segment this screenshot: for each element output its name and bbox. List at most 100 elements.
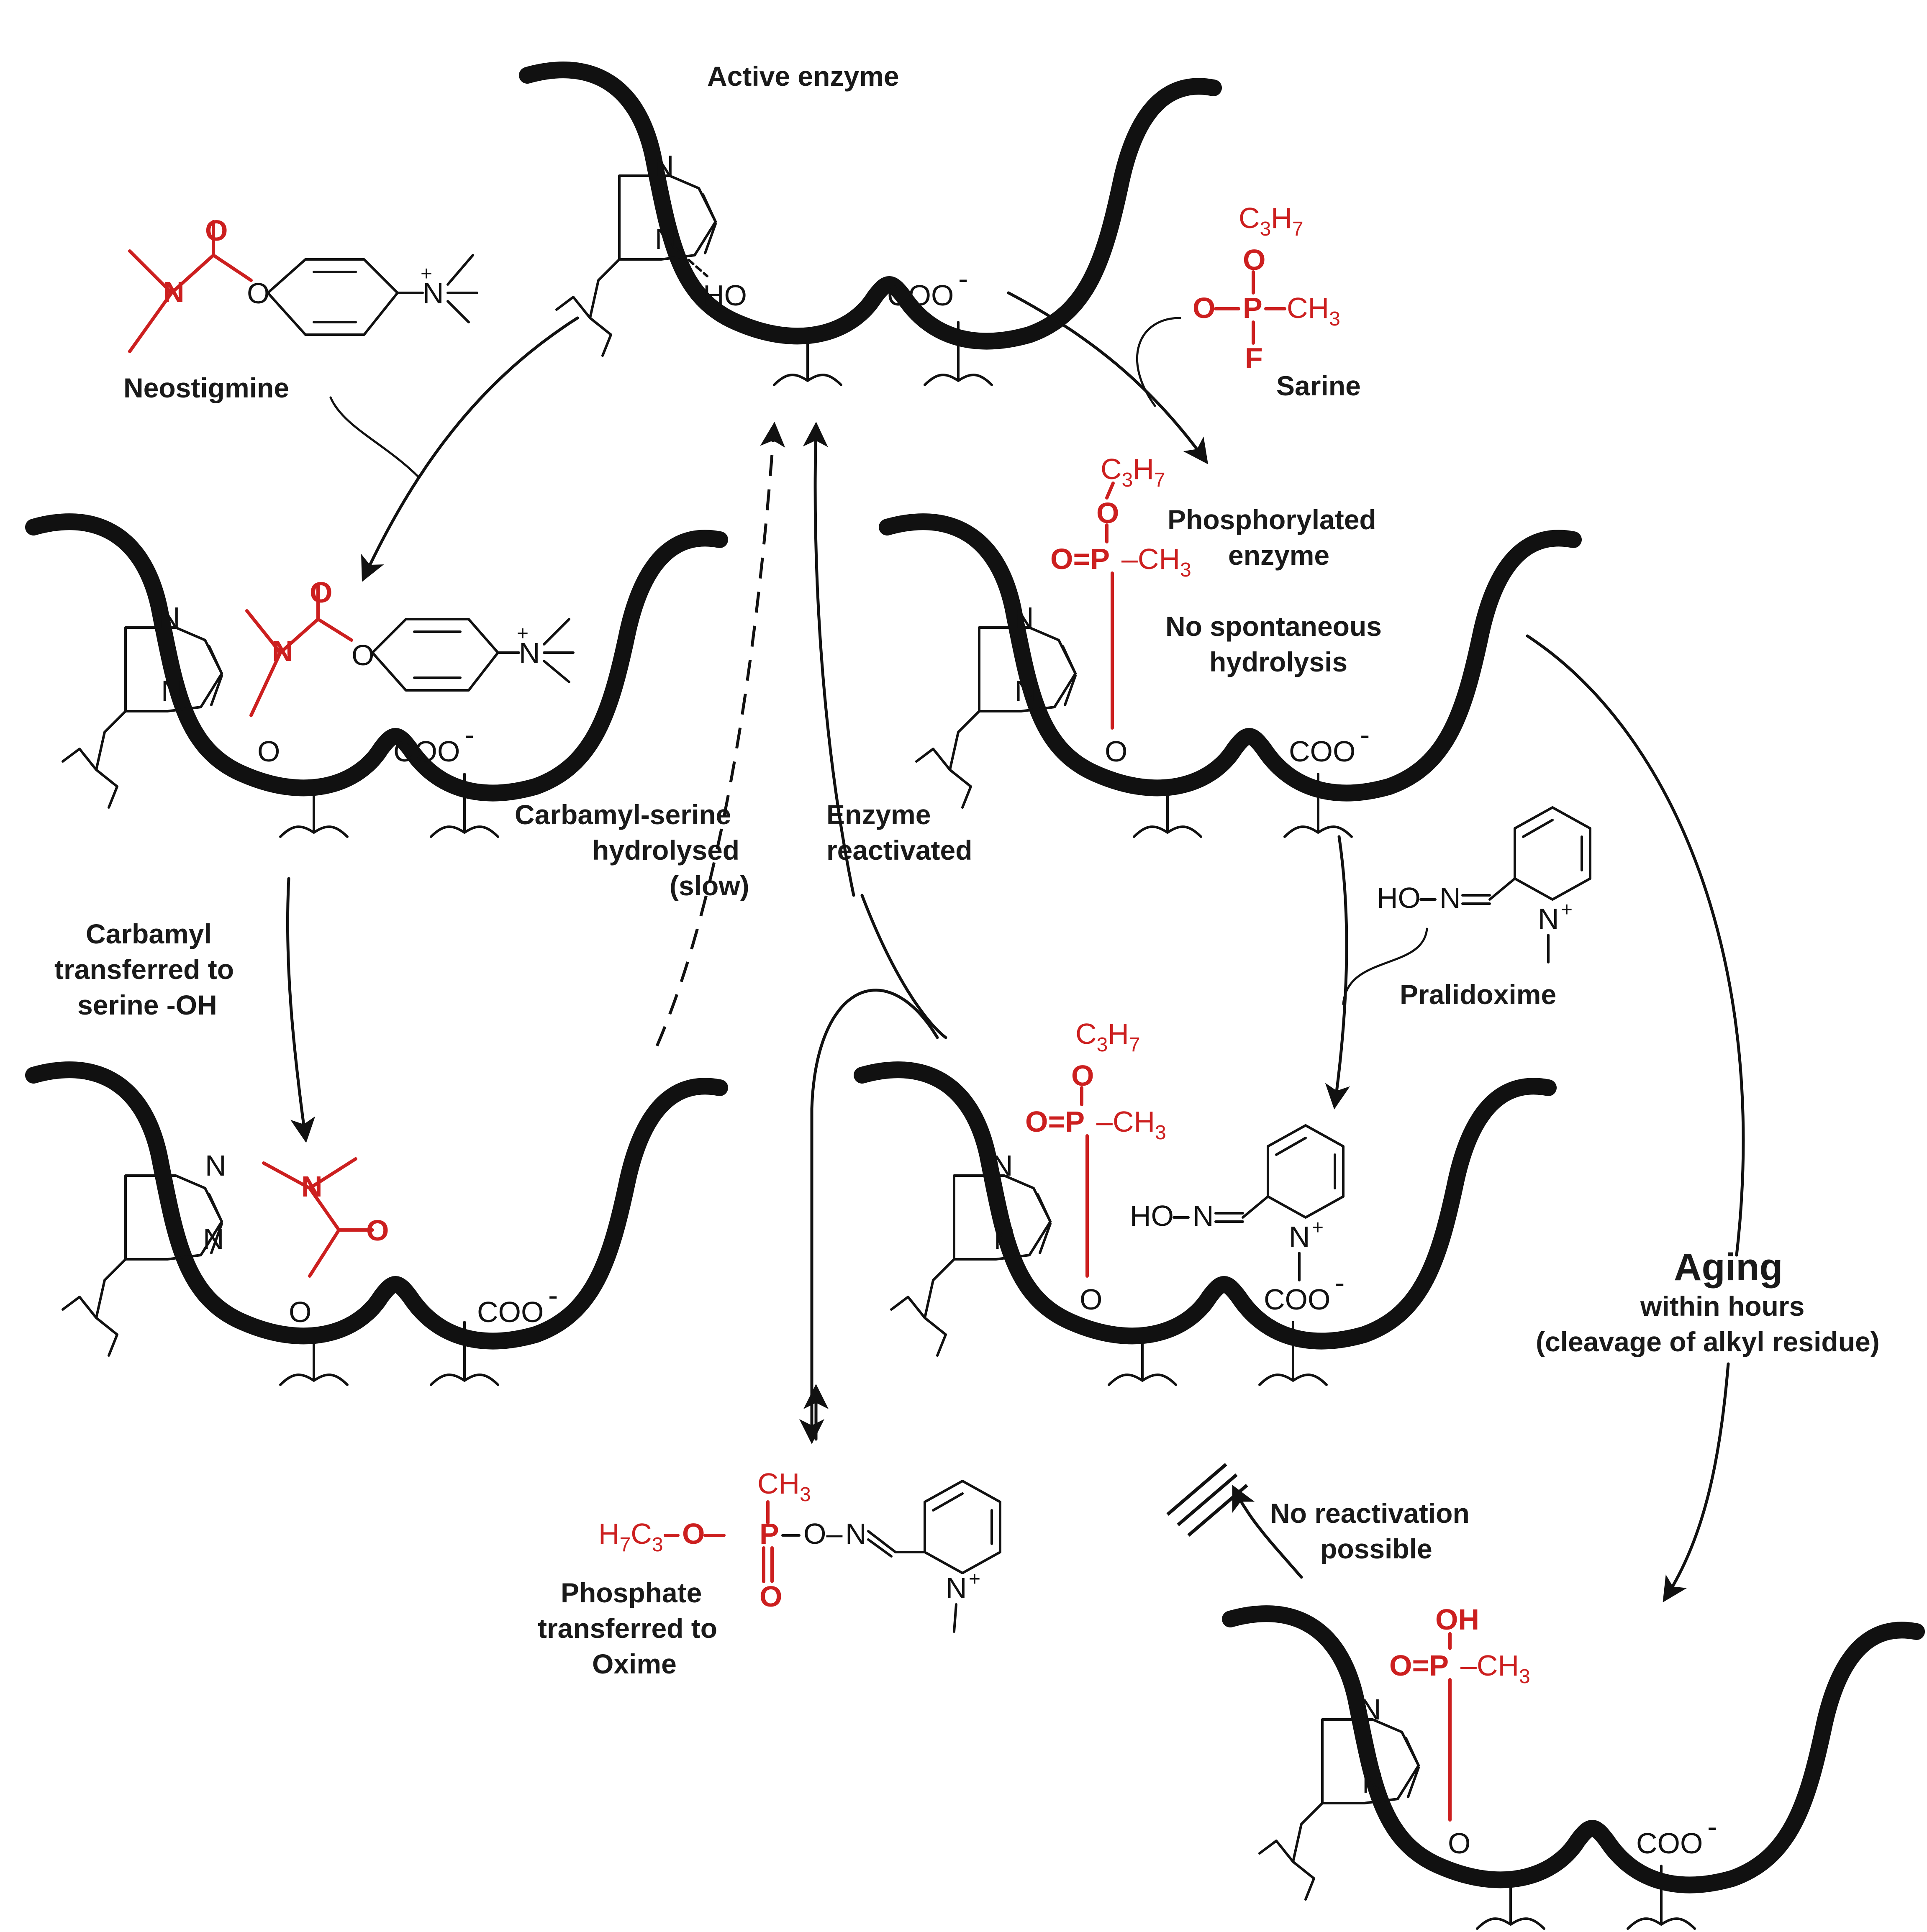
arrow-aging <box>1526 634 1745 1598</box>
no-spontaneous-label-2: hydrolysis <box>1209 646 1347 677</box>
prod-o-left: O <box>682 1517 705 1550</box>
sarin-o-left: O <box>1193 292 1215 324</box>
bound-neo-o-ester: O <box>352 639 374 671</box>
arrow-to-carbamylation <box>361 316 579 582</box>
bound-neo-n-plus: N <box>519 637 540 669</box>
bound-neo-o: O <box>310 576 332 609</box>
serine-o: O <box>1448 1827 1470 1860</box>
arrow-pralidoxime-attack <box>1325 835 1350 1109</box>
carb-o: O <box>366 1214 389 1247</box>
aging-title: Aging <box>1674 1246 1783 1289</box>
glu-coo: COO <box>1289 735 1355 768</box>
no-reactivation-label-2: possible <box>1320 1533 1432 1564</box>
free-pral-plus: + <box>1561 899 1573 921</box>
his-n2: N <box>1362 1766 1383 1799</box>
glu-coo: COO <box>393 735 460 768</box>
serine-o: O <box>1080 1283 1102 1316</box>
sarine-molecule: C3H7 O O P CH3 F <box>1193 202 1340 374</box>
phos-ch3: –CH3 <box>1121 543 1191 581</box>
free-pral-n-plus: N <box>1538 902 1559 935</box>
neo-n: N <box>163 276 185 308</box>
carbamyl-transfer-label-2: transferred to <box>54 954 234 985</box>
bound-neo-plus: + <box>517 623 529 645</box>
carbamyl-serine-label-2: hydrolysed <box>592 835 739 866</box>
prod-p: P <box>760 1517 779 1550</box>
carb-n: N <box>301 1170 323 1203</box>
phos-o-eq-p: O=P <box>1050 543 1110 575</box>
free-pral-n: N <box>1439 881 1461 914</box>
serine-ho: HO <box>703 279 747 312</box>
sarin-ch3: CH3 <box>1287 292 1340 330</box>
sarine-entry-curve <box>1136 317 1181 407</box>
glu-coo: COO <box>477 1296 544 1328</box>
prod-n: N <box>845 1517 867 1550</box>
neostigmine-entry-curve <box>329 396 420 478</box>
phosphorylated-enzyme-panel: N N O COO - C3H7 O O=P –CH3 <box>887 453 1573 837</box>
his-n2: N <box>994 1222 1015 1255</box>
arrow-enzyme-reactivated <box>803 422 855 897</box>
carbamyl-transfer-label-3: serine -OH <box>77 989 217 1020</box>
neo-o-carbonyl: O <box>205 214 228 247</box>
pralidoxime-label: Pralidoxime <box>1400 979 1556 1010</box>
phosphate-transfer-label-3: Oxime <box>592 1648 677 1679</box>
his-n1: N <box>1360 1693 1381 1726</box>
enzyme-reactivated-label-2: reactivated <box>826 835 972 866</box>
serine-o: O <box>1105 735 1127 768</box>
serine-o: O <box>289 1296 311 1328</box>
no-reactivation-label-1: No reactivation <box>1270 1498 1470 1529</box>
carbamyl-transfer-label-1: Carbamyl <box>86 918 212 949</box>
blocked-symbol <box>1166 1463 1248 1537</box>
prod-o-bottom: O <box>760 1580 782 1613</box>
prod-ch3: CH3 <box>757 1467 811 1506</box>
aged-enzyme-panel: N N O COO - OH O=P –CH3 <box>1230 1603 1917 1929</box>
phos-c3h7: C3H7 <box>1075 1017 1140 1056</box>
active-enzyme-panel: Active enzyme N N HO COO - <box>527 61 1214 385</box>
neo-plus: + <box>421 263 432 285</box>
his-n2: N <box>1015 674 1036 707</box>
phosphorylated-label-2: enzyme <box>1228 540 1329 571</box>
aging-line-2: (cleavage of alkyl residue) <box>1536 1326 1880 1357</box>
pral-n-plus: N <box>1289 1220 1310 1253</box>
his-n1: N <box>992 1149 1013 1182</box>
his-n1: N <box>205 1149 226 1182</box>
sarin-p: P <box>1243 292 1262 324</box>
phosphate-oxime-product: CH3 H7C3 O P O O– N N + <box>598 1467 1001 1633</box>
his-n2: N <box>203 1222 224 1255</box>
sarin-c3h7: C3H7 <box>1239 202 1303 240</box>
carbamyl-serine-label-3: (slow) <box>670 870 749 901</box>
sarin-f: F <box>1245 342 1263 374</box>
his-n1: N <box>653 149 674 182</box>
aged-ch3: –CH3 <box>1460 1649 1530 1688</box>
carbamyl-serine-label-1: Carbamyl-serine <box>515 799 731 830</box>
phosphate-transfer-label-1: Phosphate <box>561 1577 702 1608</box>
glu-charge: - <box>1707 1810 1717 1843</box>
aged-oh: OH <box>1435 1603 1479 1636</box>
glu-charge: - <box>464 718 474 751</box>
free-pral-ho: HO <box>1377 881 1421 914</box>
arrow-from-pralidoxime-complex <box>860 894 947 1039</box>
glu-coo: COO <box>887 279 954 312</box>
pralidoxime-molecule: HO N N + <box>1377 806 1591 963</box>
no-spontaneous-label-1: No spontaneous <box>1165 611 1382 642</box>
arrow-to-phosphorylation <box>1007 291 1209 464</box>
glu-charge: - <box>548 1279 558 1312</box>
arrow-carbamyl-transfer <box>286 877 316 1143</box>
prod-n-plus: N <box>946 1572 967 1604</box>
neo-o-ester: O <box>247 277 269 310</box>
neostigmine-molecule: N O O N + <box>128 214 478 353</box>
phos-o-eq-p: O=P <box>1025 1105 1085 1138</box>
neostigmine-bound-enzyme-panel: N N O COO - N O O N + <box>33 522 720 837</box>
pralidoxime-entry-curve <box>1342 928 1428 1005</box>
pral-plus: + <box>1312 1217 1324 1239</box>
aged-o-eq-p: O=P <box>1389 1649 1449 1682</box>
bound-neo-n: N <box>272 635 293 667</box>
sarine-label: Sarine <box>1276 370 1361 401</box>
neostigmine-label: Neostigmine <box>123 372 289 403</box>
phos-ch3: –CH3 <box>1096 1105 1166 1144</box>
prod-plus: + <box>969 1568 980 1590</box>
serine-o: O <box>257 735 280 768</box>
glu-charge: - <box>1360 718 1370 751</box>
his-n2: N <box>161 674 182 707</box>
glu-coo: COO <box>1264 1283 1330 1316</box>
